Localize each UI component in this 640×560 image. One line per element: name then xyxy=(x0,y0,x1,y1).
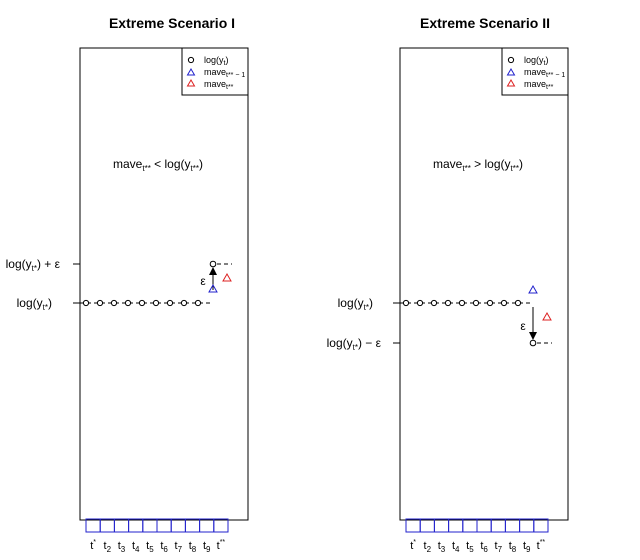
time-labels: t* t2 t3 t4 t5 t6 t7 t8 t9 t** xyxy=(410,539,545,554)
time-bin xyxy=(199,518,215,533)
legend: log(yt) mavet** − 1 mavet** xyxy=(181,47,249,96)
time-label: t5 xyxy=(146,540,154,554)
circle-marker-icon xyxy=(507,56,515,64)
panel-title: Extreme Scenario I xyxy=(109,15,235,31)
time-label: t* xyxy=(410,539,416,552)
legend-log-label: log(yt) xyxy=(524,55,548,67)
ylabel-lower: log(yt*) − ε xyxy=(327,336,382,352)
time-label: t3 xyxy=(118,540,126,554)
triangle-marker-icon xyxy=(506,79,516,87)
time-label: t** xyxy=(217,539,226,552)
time-bin xyxy=(113,518,130,533)
epsilon-label: ε xyxy=(200,274,206,288)
time-bin xyxy=(184,518,201,533)
relation-label: mavet** > log(yt**) xyxy=(433,157,523,173)
time-bin xyxy=(476,518,492,533)
circle-marker-icon xyxy=(209,260,217,268)
time-label: t4 xyxy=(452,540,460,554)
circle-marker-icon xyxy=(166,299,174,307)
time-label: t7 xyxy=(495,540,503,554)
circle-marker-icon xyxy=(187,56,195,64)
ylabel-upper: log(yt*) + ε xyxy=(6,257,61,273)
circle-marker-icon xyxy=(514,299,522,307)
circle-marker-icon xyxy=(96,299,104,307)
circle-marker-icon xyxy=(82,299,90,307)
time-bin xyxy=(128,518,144,533)
circle-marker-icon xyxy=(402,299,410,307)
time-label: t8 xyxy=(509,540,517,554)
time-label: t9 xyxy=(203,540,211,554)
time-bins xyxy=(85,518,229,533)
time-label: t** xyxy=(537,539,546,552)
time-label: t5 xyxy=(466,540,474,554)
time-bin xyxy=(99,518,115,533)
time-bin xyxy=(156,518,172,533)
time-bin xyxy=(462,518,478,533)
time-bin xyxy=(170,518,186,533)
triangle-marker-icon xyxy=(208,283,218,293)
time-label: t8 xyxy=(189,540,197,554)
legend-mave-prev-label: mavet** − 1 xyxy=(204,67,245,79)
time-bins xyxy=(405,518,549,533)
time-label: t2 xyxy=(424,540,432,554)
relation-label: mavet** < log(yt**) xyxy=(113,157,203,173)
legend-mave-prev-label: mavet** − 1 xyxy=(524,67,565,79)
legend-mave-label: mavet** xyxy=(524,79,554,91)
time-bin xyxy=(490,518,506,533)
circle-marker-icon xyxy=(472,299,480,307)
ylabel-baseline: log(yt*) xyxy=(17,296,52,312)
circle-marker-icon xyxy=(458,299,466,307)
time-bin xyxy=(405,518,421,533)
time-bin xyxy=(448,518,464,533)
time-bin xyxy=(504,518,521,533)
circle-marker-icon xyxy=(124,299,132,307)
plot-frame xyxy=(399,47,569,521)
circle-marker-icon xyxy=(529,339,537,347)
ylabel-baseline: log(yt*) xyxy=(338,296,373,312)
triangle-marker-icon xyxy=(186,68,196,76)
time-label: t2 xyxy=(104,540,112,554)
legend-log-label: log(yt) xyxy=(204,55,228,67)
circle-marker-icon xyxy=(486,299,494,307)
triangle-marker-icon xyxy=(506,68,516,76)
circle-marker-icon xyxy=(500,299,508,307)
time-label: t3 xyxy=(438,540,446,554)
panel-scenario-1: Extreme Scenario I log(yt) mavet** − 1 m… xyxy=(6,15,249,554)
legend: log(yt) mavet** − 1 mavet** xyxy=(501,47,569,96)
plot-frame xyxy=(79,47,249,521)
circle-marker-icon xyxy=(194,299,202,307)
time-bin xyxy=(433,518,450,533)
triangle-marker-icon xyxy=(222,272,232,282)
time-bin xyxy=(85,518,101,533)
time-bin xyxy=(519,518,535,533)
epsilon-label: ε xyxy=(520,319,526,333)
panel-scenario-2: Extreme Scenario II log(yt) mavet** − 1 … xyxy=(327,15,569,554)
panel-title: Extreme Scenario II xyxy=(420,15,550,31)
circle-marker-icon xyxy=(152,299,160,307)
log-series-markers xyxy=(402,299,522,307)
circle-marker-icon xyxy=(180,299,188,307)
legend-mave-label: mavet** xyxy=(204,79,234,91)
time-labels: t* t2 t3 t4 t5 t6 t7 t8 t9 t** xyxy=(90,539,225,554)
circle-marker-icon xyxy=(110,299,118,307)
time-bin xyxy=(533,518,549,533)
time-label: t4 xyxy=(132,540,140,554)
circle-marker-icon xyxy=(430,299,438,307)
log-series-markers xyxy=(82,299,202,307)
triangle-marker-icon xyxy=(542,311,552,321)
circle-marker-icon xyxy=(138,299,146,307)
time-label: t6 xyxy=(480,540,488,554)
time-bin xyxy=(419,518,435,533)
time-label: t6 xyxy=(160,540,168,554)
circle-marker-icon xyxy=(444,299,452,307)
triangle-marker-icon xyxy=(528,284,538,294)
time-bin xyxy=(213,518,229,533)
time-label: t* xyxy=(90,539,96,552)
time-bin xyxy=(142,518,158,533)
triangle-marker-icon xyxy=(186,79,196,87)
time-label: t9 xyxy=(523,540,531,554)
time-label: t7 xyxy=(175,540,183,554)
circle-marker-icon xyxy=(416,299,424,307)
